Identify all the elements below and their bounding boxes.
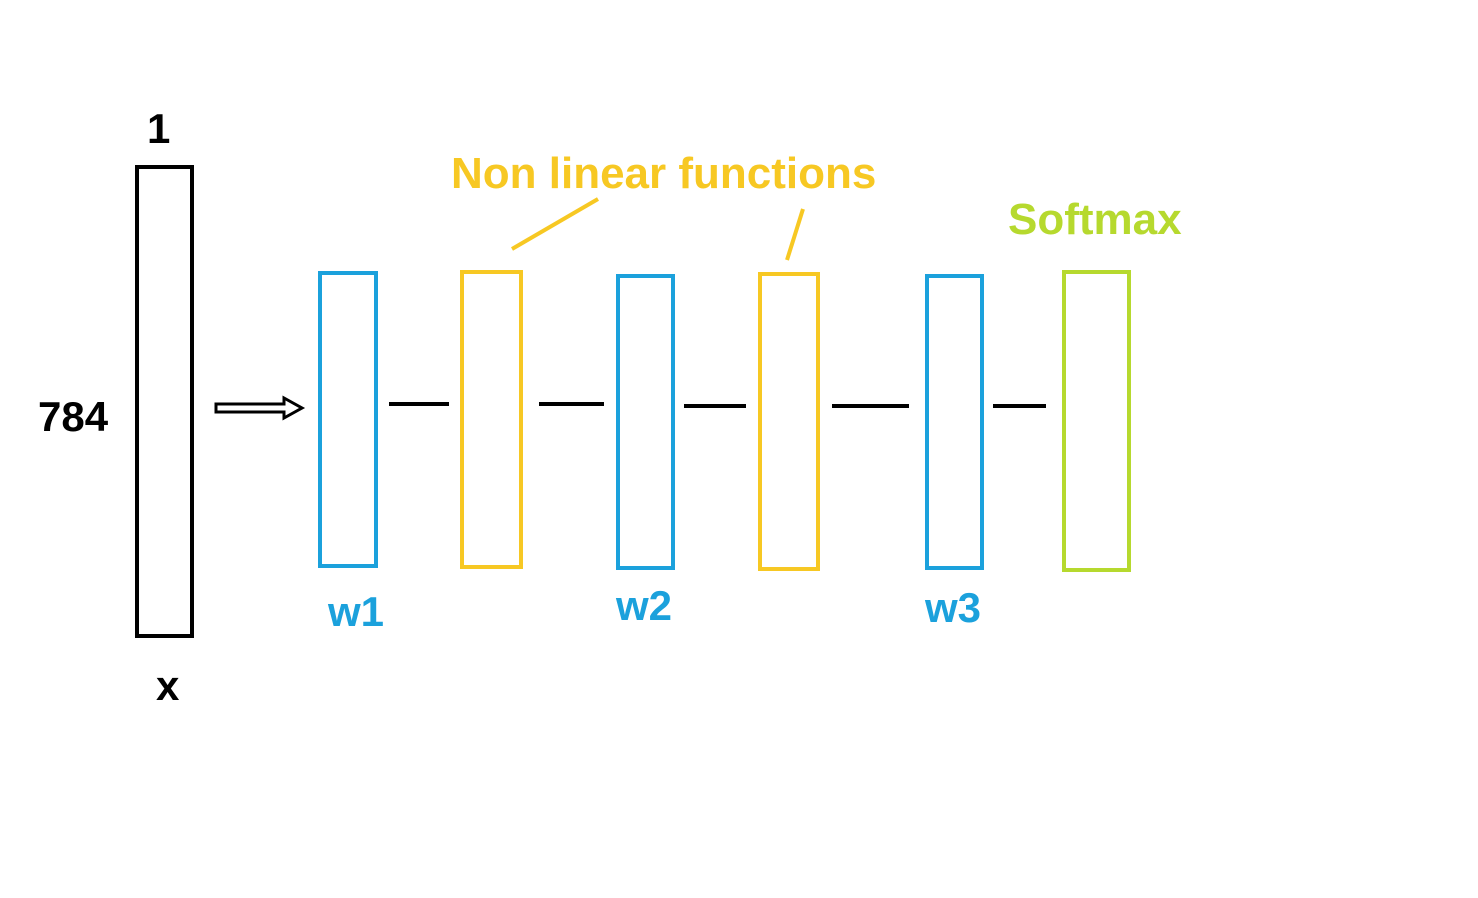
input-name-label: x <box>156 662 180 709</box>
softmax-layer-box <box>1062 270 1131 572</box>
input-rows-label: 784 <box>38 393 109 440</box>
input-arrow-icon <box>214 395 306 421</box>
nonlinear-functions-label: Non linear functions <box>451 149 877 198</box>
weight-label-w3: w3 <box>925 584 982 631</box>
weight-label-w1: w1 <box>328 588 385 635</box>
nonlinear-layer-1-box <box>460 270 523 569</box>
input-vector-box <box>135 165 194 638</box>
weight-label-w2: w2 <box>616 582 673 629</box>
nonlinear-callout-line <box>785 208 805 261</box>
softmax-label: Softmax <box>1008 195 1182 244</box>
weight-layer-w1-box <box>318 271 378 568</box>
weight-layer-w3-box <box>925 274 984 570</box>
nonlinear-layer-2-box <box>758 272 820 571</box>
input-cols-label: 1 <box>147 105 171 152</box>
nonlinear-callout-line <box>510 197 600 251</box>
weight-layer-w2-box <box>616 274 675 570</box>
